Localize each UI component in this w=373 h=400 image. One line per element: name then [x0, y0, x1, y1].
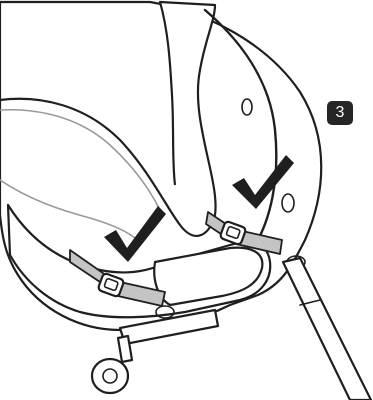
frame-leg	[283, 258, 371, 400]
step-number: 3	[336, 104, 345, 122]
step-number-badge: 3	[327, 101, 353, 125]
caster-wheel	[92, 359, 128, 393]
